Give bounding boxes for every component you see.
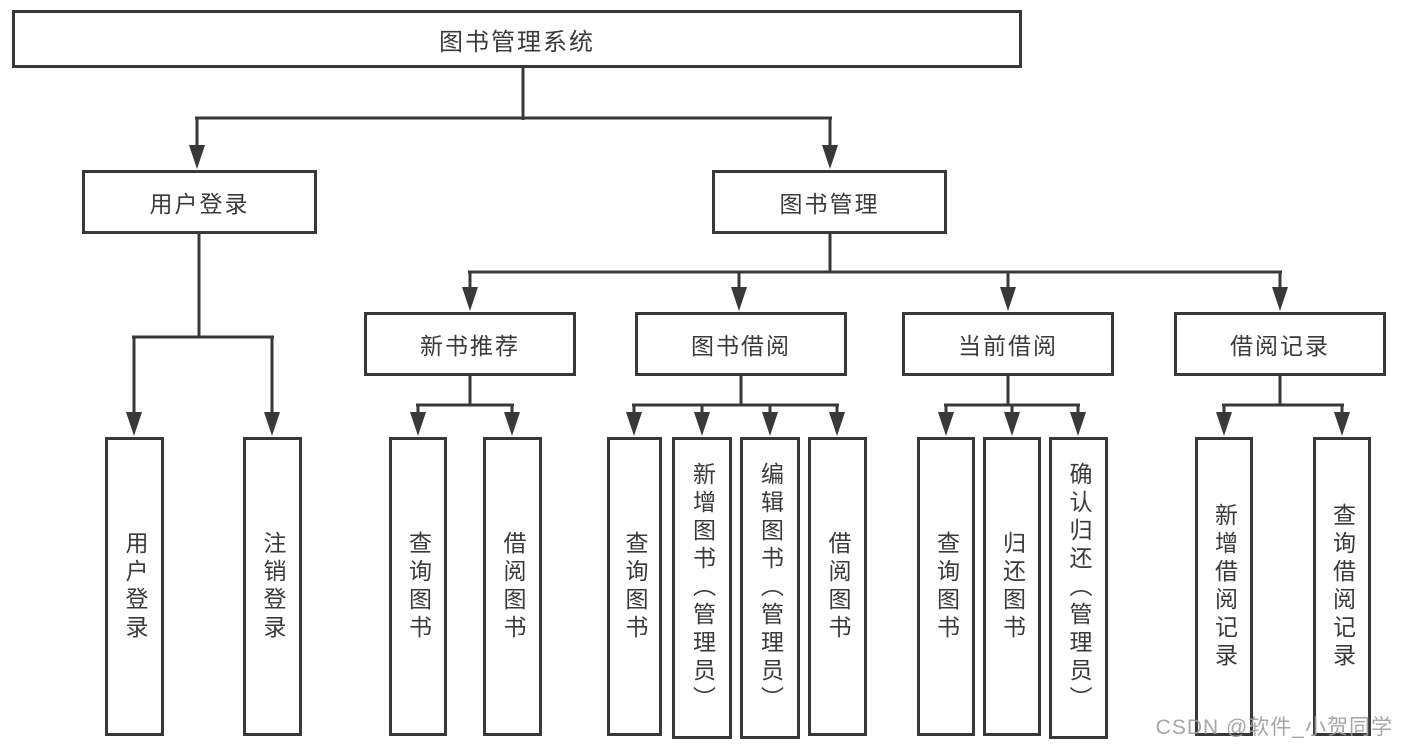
leaf-nb-query-books: 查询图书 — [389, 437, 447, 736]
connector-user-login — [126, 234, 280, 436]
leaf-bb-add-books-admin: 新增图书（管理员） — [672, 437, 732, 739]
leaf-bb-borrow-books: 借阅图书 — [808, 437, 867, 736]
connector-new-book-recommend — [410, 376, 520, 436]
node-borrowing-records: 借阅记录 — [1174, 312, 1386, 376]
leaf-bb-edit-books-admin: 编辑图书（管理员） — [740, 437, 800, 739]
node-book-management: 图书管理 — [712, 170, 947, 234]
leaf-br-add-record: 新增借阅记录 — [1195, 437, 1253, 736]
node-book-borrowing: 图书借阅 — [635, 312, 847, 376]
leaf-nb-borrow-books: 借阅图书 — [483, 437, 542, 736]
connector-book-management — [462, 234, 1288, 311]
connector-book-borrowing — [626, 376, 845, 436]
node-current-borrowing: 当前借阅 — [902, 312, 1114, 376]
leaf-cb-return-books: 归还图书 — [983, 437, 1041, 736]
leaf-cb-confirm-return-admin: 确认归还（管理员） — [1049, 437, 1108, 739]
leaf-cb-query-books: 查询图书 — [917, 437, 975, 736]
leaf-br-query-record: 查询借阅记录 — [1313, 437, 1371, 736]
leaf-user-login: 用户登录 — [105, 437, 164, 736]
connector-current-borrowing — [938, 376, 1086, 436]
connector-borrowing-records — [1216, 376, 1350, 436]
node-user-login: 用户登录 — [82, 170, 317, 234]
leaf-logout: 注销登录 — [243, 437, 302, 736]
connector-root — [189, 68, 838, 169]
leaf-bb-query-books: 查询图书 — [607, 437, 662, 736]
watermark: CSDN @软件_小贺同学 — [1155, 716, 1393, 739]
node-new-book-recommend: 新书推荐 — [364, 312, 576, 376]
node-root: 图书管理系统 — [12, 10, 1022, 68]
